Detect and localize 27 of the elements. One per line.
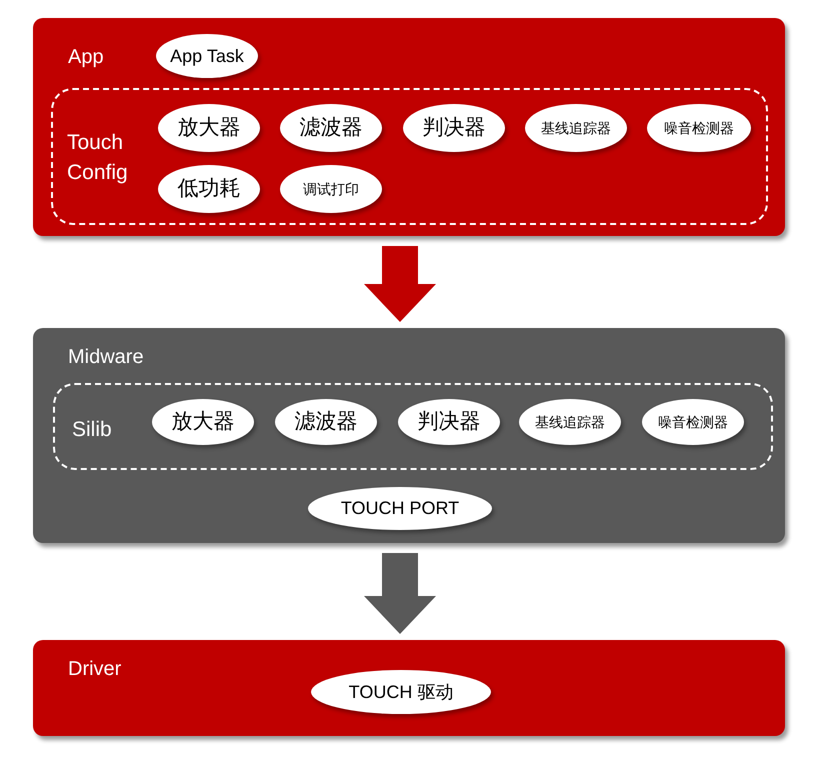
ellipse-node: TOUCH 驱动 xyxy=(311,670,491,714)
block-arrow xyxy=(364,246,436,322)
ellipse-node: 放大器 xyxy=(152,399,254,445)
ellipse-node: TOUCH PORT xyxy=(308,487,492,530)
ellipse-node: 噪音检测器 xyxy=(647,104,751,152)
layer-title: Midware xyxy=(68,345,144,370)
ellipse-node: 放大器 xyxy=(158,104,260,152)
ellipse-node: App Task xyxy=(156,34,258,78)
ellipse-node: 判决器 xyxy=(403,104,505,152)
dashed-group-box xyxy=(53,383,773,470)
layer-panel xyxy=(33,640,785,736)
ellipse-node: 调试打印 xyxy=(280,165,382,213)
ellipse-node: 低功耗 xyxy=(158,165,260,213)
layer-panel xyxy=(33,18,785,236)
ellipse-node: 判决器 xyxy=(398,399,500,445)
layer-title: App xyxy=(68,45,104,70)
ellipse-node: 噪音检测器 xyxy=(642,399,744,445)
dashed-group-box xyxy=(51,88,768,225)
group-label: Touch Config xyxy=(67,130,129,186)
layer-title: Driver xyxy=(68,657,122,682)
ellipse-node: 滤波器 xyxy=(275,399,377,445)
ellipse-node: 基线追踪器 xyxy=(519,399,621,445)
ellipse-node: 滤波器 xyxy=(280,104,382,152)
layer-panel xyxy=(33,328,785,543)
ellipse-node: 基线追踪器 xyxy=(525,104,627,152)
block-arrow xyxy=(364,553,436,634)
group-label: Silib xyxy=(72,417,113,443)
